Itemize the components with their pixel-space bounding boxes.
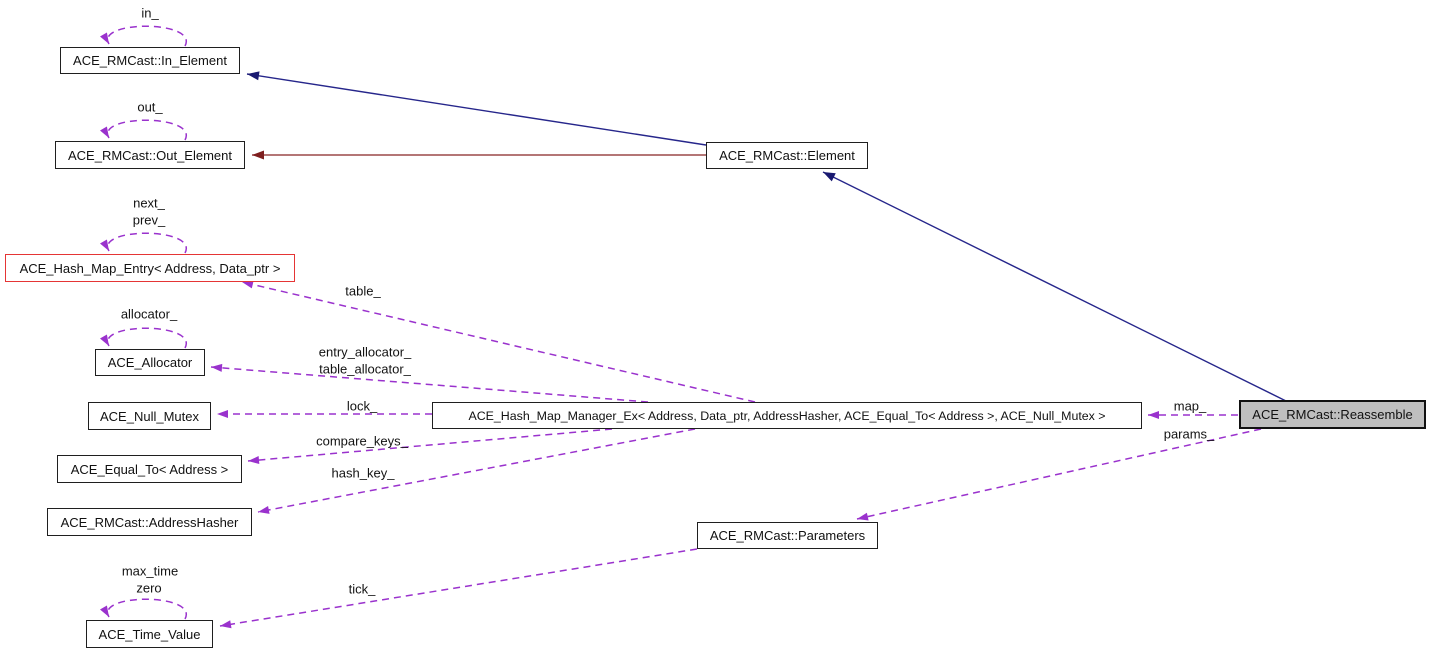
node-ace-hash-map-manager-ex[interactable]: ACE_Hash_Map_Manager_Ex< Address, Data_p…: [432, 402, 1142, 429]
edge-self-in: [100, 25, 187, 47]
edge-tick: [219, 548, 698, 629]
node-ace-equal-to[interactable]: ACE_Equal_To< Address >: [57, 455, 242, 483]
edge-label-entry-allocator: entry_allocator_: [318, 344, 412, 360]
edge-label-map: map_: [1173, 398, 1207, 414]
edge-label-out: out_: [137, 99, 163, 115]
node-ace-hash-map-entry[interactable]: ACE_Hash_Map_Entry< Address, Data_ptr >: [5, 254, 295, 282]
edge-table: [241, 280, 756, 403]
edge-reassemble-inherits-element: [822, 171, 1287, 402]
node-ace-rmcast-address-hasher[interactable]: ACE_RMCast::AddressHasher: [47, 508, 252, 536]
edge-self-max-time-zero: [100, 598, 187, 620]
edge-label-zero: zero: [136, 580, 162, 596]
edge-label-compare-keys: compare_keys_: [316, 433, 408, 449]
edge-label-prev: prev_: [132, 212, 166, 228]
node-ace-rmcast-in-element[interactable]: ACE_RMCast::In_Element: [60, 47, 240, 74]
edge-label-hash-key: hash_key_: [331, 465, 395, 481]
node-ace-allocator[interactable]: ACE_Allocator: [95, 349, 205, 376]
node-ace-rmcast-element[interactable]: ACE_RMCast::Element: [706, 142, 868, 169]
edge-label-tick: tick_: [348, 581, 376, 597]
edge-self-out: [100, 119, 187, 141]
edge-label-max-time: max_time: [121, 563, 179, 579]
edge-element-inherits-in-element: [246, 71, 707, 146]
edge-allocators: [210, 363, 649, 403]
edge-self-next-prev: [100, 232, 187, 254]
node-ace-rmcast-out-element[interactable]: ACE_RMCast::Out_Element: [55, 141, 245, 169]
edge-compare-keys: [247, 428, 613, 465]
edge-label-params: params_: [1163, 426, 1215, 442]
edge-label-allocator: allocator_: [120, 306, 178, 322]
node-ace-rmcast-parameters[interactable]: ACE_RMCast::Parameters: [697, 522, 878, 549]
edge-label-table-allocator: table_allocator_: [319, 361, 411, 377]
edge-hash-key: [257, 428, 696, 514]
node-ace-time-value[interactable]: ACE_Time_Value: [86, 620, 213, 648]
edge-label-lock: lock_: [346, 398, 378, 414]
edge-params: [856, 428, 1262, 521]
edge-label-next: next_: [133, 195, 165, 211]
node-ace-rmcast-reassemble[interactable]: ACE_RMCast::Reassemble: [1239, 400, 1426, 429]
edge-label-table: table_: [345, 283, 381, 299]
node-ace-null-mutex[interactable]: ACE_Null_Mutex: [88, 402, 211, 430]
edge-label-in: in_: [141, 5, 159, 21]
edge-self-allocator: [100, 327, 187, 349]
